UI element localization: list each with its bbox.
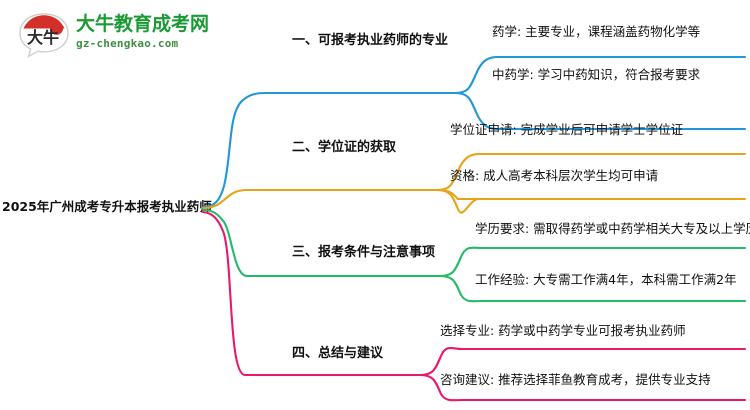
branch-1-connectors [201, 55, 747, 209]
mindmap-root-title: 2025年广州成考专升本报考执业药师 [2, 199, 212, 214]
leaf-label-3-1[interactable]: 学历要求: 需取得药学或中药学相关大专及以上学历 [475, 221, 750, 236]
svg-text:大牛: 大牛 [27, 28, 59, 47]
branch-2-connectors [201, 152, 747, 214]
leaf-label-1-1[interactable]: 药学: 主要专业，课程涵盖药物化学等 [492, 24, 701, 39]
logo-site-url: gz-chengkao.com [76, 37, 179, 50]
leaf-label-3-2[interactable]: 工作经验: 大专需工作满4年，本科需工作满2年 [475, 272, 737, 287]
branch-3-connectors [201, 208, 747, 303]
branch-label-2[interactable]: 二、学位证的获取 [292, 140, 397, 155]
logo-mark-icon: 大牛 [19, 13, 69, 58]
site-logo: 大牛 大牛教育成考网 gz-chengkao.com [18, 8, 223, 62]
branch-label-3[interactable]: 三、报考条件与注意事项 [292, 245, 436, 260]
branch-4-connectors [201, 210, 747, 402]
leaf-label-2-1[interactable]: 学位证申请: 完成学业后可申请学士学位证 [450, 122, 684, 137]
logo-site-name: 大牛教育成考网 [76, 13, 210, 35]
leaf-label-2-2[interactable]: 资格: 成人高考本科层次学生均可申请 [450, 168, 659, 183]
leaf-label-4-1[interactable]: 选择专业: 药学或中药学专业可报考执业药师 [440, 323, 686, 338]
leaf-label-1-2[interactable]: 中药学: 学习中药知识，符合报考要求 [492, 67, 701, 82]
branch-label-4[interactable]: 四、总结与建议 [292, 346, 384, 361]
leaf-label-4-2[interactable]: 咨询建议: 推荐选择菲鱼教育成考，提供专业支持 [440, 372, 711, 387]
branch-label-1[interactable]: 一、可报考执业药师的专业 [292, 33, 449, 48]
